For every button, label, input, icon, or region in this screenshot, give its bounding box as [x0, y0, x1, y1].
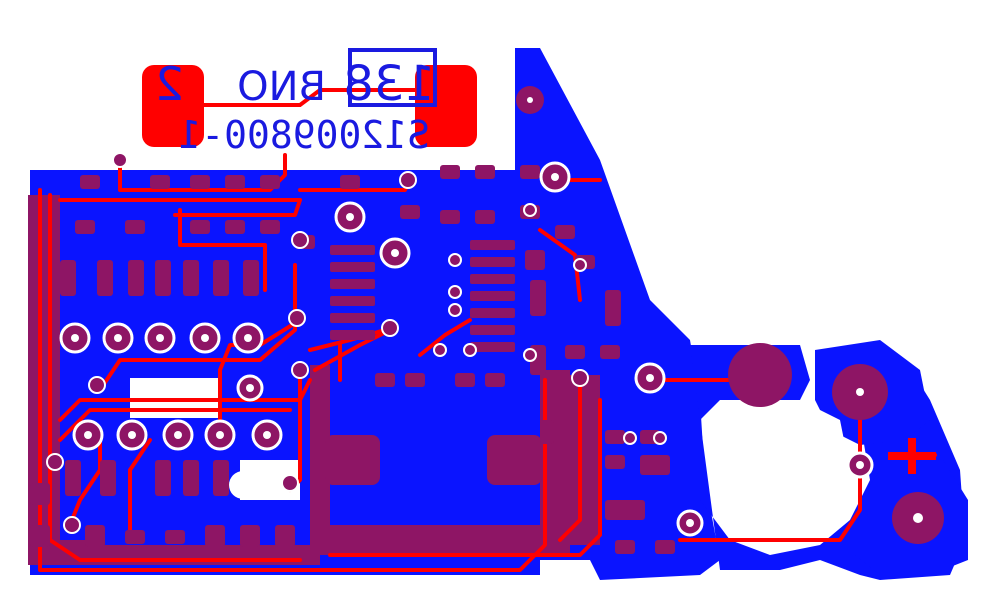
pad-region-ic	[330, 380, 540, 525]
pad-round-mid	[728, 343, 792, 407]
pad-large-left	[325, 435, 380, 485]
silk-part-number: S12009800-1	[178, 113, 430, 157]
traces	[38, 153, 937, 572]
silk-id-box: 138	[343, 48, 437, 112]
top-pad-left	[142, 65, 204, 147]
pad-region-right	[570, 375, 600, 545]
pad-region-left	[28, 195, 100, 560]
vias	[46, 152, 667, 534]
silk-label-id: 138	[343, 56, 435, 112]
pad-large-right	[487, 435, 542, 485]
smd-pads	[30, 165, 675, 554]
polarity-marker	[888, 438, 936, 474]
silk-label-mid: BNO	[237, 64, 326, 110]
through-hole-pads	[59, 97, 923, 537]
silkscreen: 2 BNO 138 S12009800-1	[142, 48, 477, 157]
silk-label-left: 2	[155, 57, 184, 111]
top-pad-right	[415, 65, 477, 147]
